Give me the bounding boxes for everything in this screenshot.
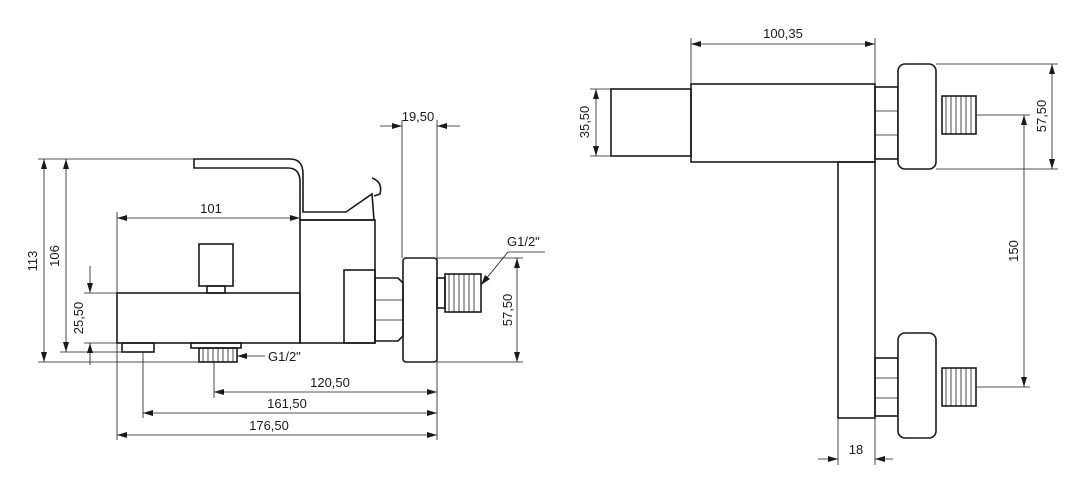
dim-label-150: 150 [1006, 240, 1021, 262]
spout-outlet [121, 342, 155, 353]
lower-hex-nut [874, 357, 899, 417]
upper-hex-nut [874, 86, 899, 160]
wall-flange [402, 257, 438, 363]
eccentric-collar [436, 277, 446, 309]
dim-label-176-50: 176,50 [249, 418, 289, 433]
dim-label-57-50-front: 57,50 [500, 294, 515, 327]
dim-label-19-50: 19,50 [402, 109, 435, 124]
spout-body [116, 292, 301, 344]
lower-thread-lines [945, 368, 972, 406]
dim-label-18: 18 [849, 442, 863, 457]
eccentric-thread [444, 273, 482, 313]
side-mixer-body [690, 83, 876, 163]
hex-nut [374, 277, 404, 342]
lever-handle [193, 158, 375, 221]
front-view: 101 19,50 113 106 25,50 [25, 109, 545, 440]
lever-pivot [371, 177, 382, 197]
upper-flange [897, 63, 937, 170]
dim-label-106: 106 [47, 245, 62, 267]
dim-label-100-35: 100,35 [763, 26, 803, 41]
dim-label-35-50: 35,50 [577, 106, 592, 139]
side-spout [610, 88, 692, 157]
diverter-thread-lines [202, 348, 234, 362]
dim-label-57-50-side: 57,50 [1034, 100, 1049, 133]
eccentric-thread-lines [448, 274, 475, 312]
dim-label-161-50: 161,50 [267, 396, 307, 411]
diverter-knob-stem [206, 285, 226, 294]
diverter-knob [198, 243, 234, 287]
dim-label-25-50: 25,50 [71, 302, 86, 335]
mixer-connector [343, 269, 376, 344]
dim-label-113: 113 [25, 251, 40, 272]
thread-label-diverter: G1/2" [268, 349, 301, 364]
upper-thread-lines [945, 96, 972, 134]
thread-label-eccentric: G1/2" [507, 234, 540, 249]
dim-label-101: 101 [200, 201, 222, 216]
dim-label-120-50: 120,50 [310, 375, 350, 390]
lower-flange [897, 332, 937, 439]
side-view: 100,35 35,50 57,50 150 18 [577, 26, 1058, 465]
mixer-body [299, 219, 376, 344]
side-vertical-body [837, 161, 876, 419]
